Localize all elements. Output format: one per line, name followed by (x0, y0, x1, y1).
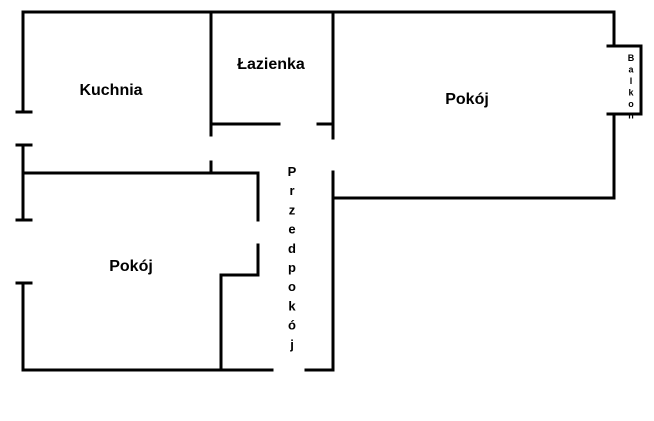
hallway-label-letter: ó (288, 318, 296, 333)
hallway-label-letter: d (288, 241, 296, 256)
balcony-frame (606, 44, 643, 116)
hallway-label-letter: j (289, 337, 294, 352)
balcony-label-letter: l (630, 76, 633, 86)
outer-wall-top (21, 10, 616, 48)
outer-wall-left-lower (21, 281, 274, 372)
bathroom-label: Łazienka (237, 56, 305, 73)
hallway-label-letter: e (288, 222, 295, 237)
balcony-label-letter: o (628, 99, 634, 109)
balcony-label-letter: n (628, 111, 634, 121)
balcony-label-letter: B (628, 53, 635, 63)
hallway-label-letter: k (288, 298, 296, 313)
walls (15, 10, 643, 372)
hallway-label-letter: r (289, 183, 294, 198)
wall-room-right-bottom (331, 112, 616, 200)
hallway-label-letter: P (288, 164, 297, 179)
hallway-label-letter: p (288, 260, 296, 275)
room-right-label: Pokój (445, 91, 489, 108)
balcony-label-letter: k (628, 88, 634, 98)
kitchen-label: Kuchnia (79, 82, 142, 99)
hallway-label-letter: o (288, 279, 296, 294)
balcony-label-letter: a (628, 65, 634, 75)
hallway-label-letter: z (289, 202, 296, 217)
wall-hall-right (304, 196, 335, 372)
wall-room-left-hall (219, 243, 260, 372)
wall-kitchen-room (21, 171, 260, 222)
room-left-label: Pokój (109, 258, 153, 275)
